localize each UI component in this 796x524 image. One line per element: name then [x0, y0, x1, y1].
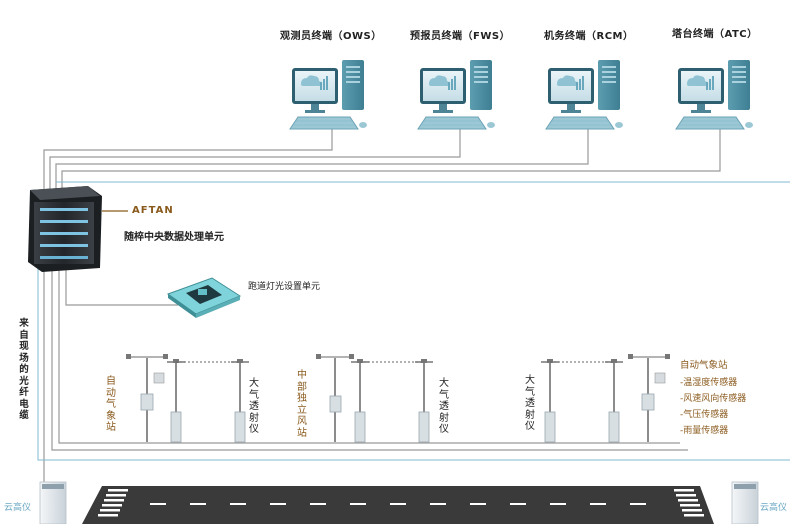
aws-left-icon	[126, 354, 168, 442]
sensor-item: -风速风向传感器	[680, 394, 747, 404]
light-unit-icon	[166, 277, 242, 318]
fiber-cable-label: 来自现场的光纤电缆	[19, 318, 29, 421]
sensor-item: -气压传感器	[680, 410, 729, 420]
central-server-icon	[28, 186, 102, 272]
transmissometer-3-label: 大气透射仪	[525, 375, 535, 432]
terminal-fws	[417, 59, 496, 130]
field-stations	[126, 354, 670, 443]
ceilometer-right-icon	[731, 481, 759, 524]
ceilometer-left-icon	[39, 481, 67, 524]
terminal-atc	[675, 59, 754, 130]
aws-right-title: 自动气象站	[680, 360, 728, 371]
runway	[82, 486, 714, 524]
aws-right-icon	[628, 354, 670, 442]
transmissometer-2-icon	[350, 358, 434, 443]
terminal-ows-label: 观测员终端（OWS）	[280, 31, 382, 42]
transmissometer-2-label: 大气透射仪	[439, 378, 449, 435]
network-lines	[43, 128, 721, 500]
ceilometer-left-label: 云高仪	[4, 503, 32, 513]
sensor-item: -雨量传感器	[680, 426, 729, 436]
light-unit-label: 跑道灯光设置单元	[248, 282, 321, 292]
terminal-ows	[289, 59, 368, 130]
cable-blue	[37, 181, 790, 461]
wind-station-label: 中部独立风站	[297, 370, 307, 439]
server-brand: AFTAN	[132, 205, 174, 216]
transmissometer-1-icon	[166, 358, 250, 443]
server-label: 随椊中央数据处理单元	[124, 232, 224, 243]
transmissometer-3-icon	[540, 358, 624, 443]
sensor-item: -温湿度传感器	[680, 378, 738, 388]
wind-station-icon	[316, 354, 354, 442]
terminal-rcm-label: 机务终端（RCM）	[544, 31, 634, 42]
ceilometer-right-label: 云高仪	[760, 503, 788, 513]
terminal-fws-label: 预报员终端（FWS）	[410, 31, 511, 42]
transmissometer-1-label: 大气透射仪	[249, 378, 259, 435]
aws-left-label: 自动气象站	[106, 376, 116, 433]
terminal-rcm	[545, 59, 624, 130]
terminal-atc-label: 塔台终端（ATC）	[672, 29, 758, 40]
